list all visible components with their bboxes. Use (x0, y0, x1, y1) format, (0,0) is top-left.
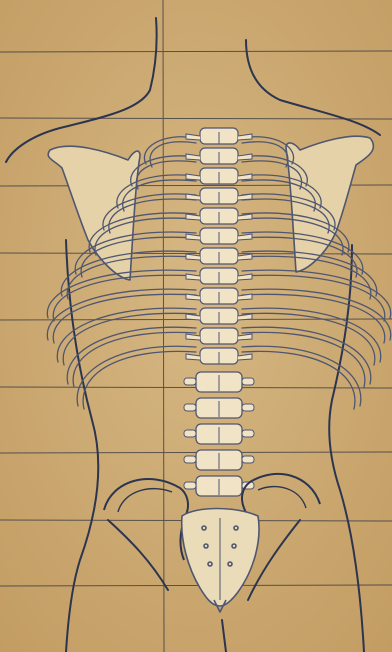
sacral-foramen (232, 544, 236, 548)
sacral-foramen (204, 544, 208, 548)
sacral-foramen (234, 526, 238, 530)
sacral-foramen (202, 526, 206, 530)
sacral-foramen (228, 562, 232, 566)
sacral-foramen (208, 562, 212, 566)
